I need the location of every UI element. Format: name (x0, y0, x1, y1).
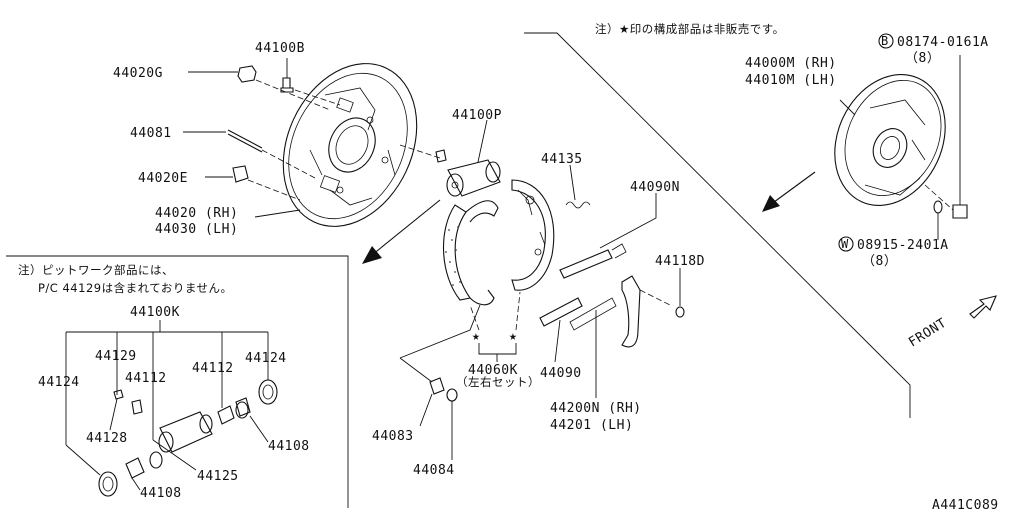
label-08915-qty: （8） (862, 254, 897, 269)
cap-44020g (188, 65, 257, 83)
label-44030: 44030 (LH) (155, 222, 238, 237)
direction-arrow-left (362, 199, 441, 264)
label-44128: 44128 (86, 431, 128, 446)
label-44124-a: 44124 (38, 375, 80, 390)
label-44090n: 44090N (630, 180, 680, 195)
label-44020: 44020 (RH) (155, 206, 238, 221)
brake-assembly (834, 74, 946, 206)
top-note: 注）★印の構成部品は非販売です。 (595, 22, 785, 36)
label-44010m: 44010M (LH) (745, 73, 837, 88)
star-2: ★ (509, 329, 517, 344)
label-44060k: 44060K (468, 363, 518, 378)
brake-shoe-front (442, 200, 499, 306)
label-44020e: 44020E (138, 171, 188, 186)
washer-08915: W (838, 200, 943, 252)
spring-seat-44083 (399, 304, 481, 427)
label-44135: 44135 (541, 152, 583, 167)
kit-piston-left (125, 451, 163, 491)
front-label: FRONT (906, 316, 949, 351)
backing-plate (282, 63, 418, 227)
label-44060k-sub: （左右セット） (456, 375, 540, 389)
label-44108-b: 44108 (268, 439, 310, 454)
kit-box (6, 255, 349, 508)
label-44020g: 44020G (113, 66, 163, 81)
wheel-cylinder (435, 119, 501, 197)
washer-symbol: W (841, 237, 849, 251)
dash-cylinder (399, 144, 441, 159)
front-indicator: FRONT (906, 295, 997, 351)
plug-44020e (205, 165, 249, 183)
dash-44020e (247, 179, 301, 201)
brake-shoe-rear (511, 179, 555, 291)
diagram-id: A441C089 (932, 498, 999, 512)
label-44090: 44090 (540, 366, 582, 381)
kit-piston-right (217, 362, 269, 443)
bolt-symbol: B (881, 34, 889, 48)
kit-cylinder-body (152, 370, 213, 471)
label-44083: 44083 (372, 429, 414, 444)
kit-bleeder (109, 350, 143, 431)
label-44129: 44129 (95, 349, 137, 364)
label-08174: 08174-0161A (897, 35, 989, 50)
dash-44081 (261, 149, 316, 179)
direction-arrow-right (762, 171, 816, 212)
label-44201: 44201 (LH) (550, 418, 633, 433)
star-1: ★ (472, 329, 480, 344)
label-44084: 44084 (413, 463, 455, 478)
bolt-08174: B (878, 33, 968, 219)
kit-boot-left (65, 375, 118, 497)
label-44112-b: 44112 (192, 361, 234, 376)
label-44200n: 44200N (RH) (550, 401, 642, 416)
dash-44020g (255, 79, 331, 111)
clip-44118d (675, 268, 685, 318)
bleeder-screw (280, 58, 294, 93)
label-44100k: 44100K (130, 305, 180, 320)
pin-44081 (183, 129, 263, 153)
leader-44020 (254, 209, 301, 218)
washer-44084 (446, 388, 458, 460)
label-08174-qty: （8） (905, 51, 940, 66)
parking-lever (569, 275, 673, 398)
box-note-line2: P/C 44129は含まれておりません。 (38, 281, 233, 295)
label-08915: 08915-2401A (857, 238, 949, 253)
adjuster-44090n (559, 193, 657, 279)
kit-boot-right (258, 352, 278, 405)
kit-bracket (65, 320, 269, 375)
dash-44100b (294, 89, 341, 106)
label-44125: 44125 (197, 469, 239, 484)
label-44081: 44081 (130, 126, 172, 141)
label-44124-b: 44124 (245, 351, 287, 366)
separator-line (524, 32, 911, 418)
label-44112-a: 44112 (125, 371, 167, 386)
label-44108-a: 44108 (140, 486, 182, 501)
bracket-44060k (469, 291, 521, 362)
box-note-line1: 注）ピットワーク部品には、 (18, 263, 174, 277)
label-44100b: 44100B (255, 41, 305, 56)
spring-44135 (565, 164, 591, 209)
label-44100p: 44100P (452, 108, 502, 123)
label-44118d: 44118D (655, 254, 705, 269)
label-44000m: 44000M (RH) (745, 56, 837, 71)
adjuster-44090 (539, 297, 583, 363)
